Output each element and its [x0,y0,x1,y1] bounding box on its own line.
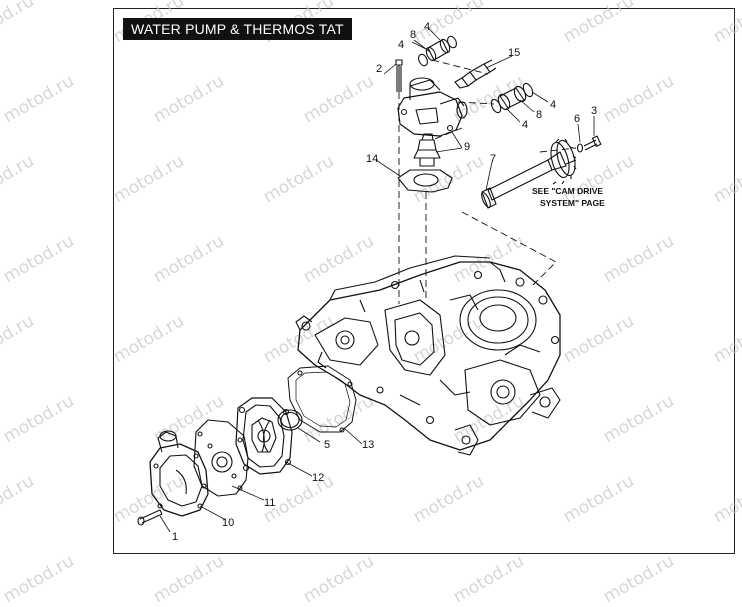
callout-4a: 4 [424,21,430,33]
crankcase-body [295,255,561,456]
watermark-text: motod.ru [600,551,678,607]
screw-1 [137,509,163,526]
watermark-text: motod.ru [150,551,228,607]
callout-1: 1 [172,531,178,543]
see-note-line-2: SYSTEM" PAGE [540,198,605,208]
o-ring-5 [277,409,303,431]
diagram-title: WATER PUMP & THERMOS TAT [123,18,352,40]
callout-labels: 1 2 3 4 4 4 4 5 6 7 8 8 9 10 11 12 13 14… [172,21,597,543]
callout-14: 14 [366,153,378,165]
see-cam-drive-note: SEE "CAM DRIVE SYSTEM" PAGE [532,186,605,208]
watermark-text: motod.ru [0,551,78,607]
pump-cover-10 [149,430,209,517]
callout-6: 6 [574,113,580,125]
callout-9: 9 [464,141,470,153]
water-pump-housing-12 [235,397,293,475]
alignment-lines [398,59,577,304]
bolt-3 [583,135,602,151]
callout-11: 11 [264,497,275,509]
callout-5: 5 [324,439,330,451]
exploded-parts-diagram: 1 2 3 4 4 4 4 5 6 7 8 8 9 10 11 12 13 14… [137,21,605,543]
gasket-14 [397,169,453,193]
gasket-13 [287,365,357,433]
callout-4c: 4 [550,99,556,111]
callout-15: 15 [508,47,520,59]
hose-fitting-upper [418,35,457,67]
callout-4b: 4 [398,39,404,51]
callout-10: 10 [222,517,234,529]
washer-6 [576,143,584,153]
bolt-2 [395,59,403,92]
hose-fitting-side [490,82,534,114]
callout-3: 3 [591,105,597,117]
cam-drive-shaft-7 [481,138,577,209]
callout-7: 7 [490,153,496,165]
callout-4d: 4 [522,119,528,131]
temperature-sensor-15 [454,59,497,89]
watermark-text: motod.ru [450,551,528,607]
impeller-plate-11 [193,419,249,497]
callout-8b: 8 [536,109,542,121]
thermostat-housing-9 [397,77,468,137]
callout-2: 2 [376,63,382,75]
callout-12: 12 [312,472,324,484]
watermark-text: motod.ru [300,551,378,607]
see-note-line-1: SEE "CAM DRIVE [532,186,603,196]
callout-leaders [159,27,595,533]
callout-8a: 8 [410,29,416,41]
thermostat-valve [413,133,441,167]
callout-13: 13 [362,439,374,451]
